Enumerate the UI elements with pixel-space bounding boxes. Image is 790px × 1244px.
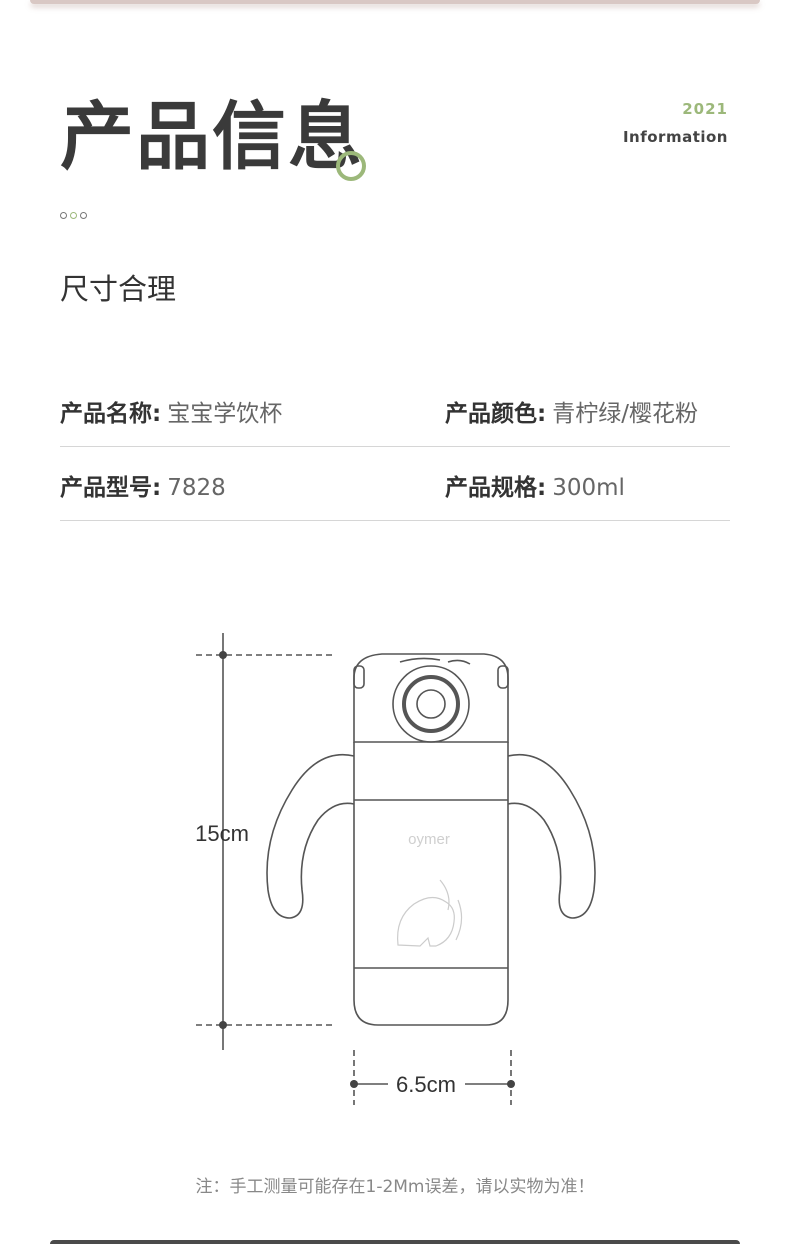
- section-subtitle: 尺寸合理: [60, 272, 177, 306]
- spec-label: 产品名称:: [60, 401, 162, 427]
- measurement-note: 注：手工测量可能存在1-2Mm误差，请以实物为准！: [195, 1177, 595, 1197]
- dimension-dot: [219, 651, 227, 659]
- dimension-dot: [350, 1080, 358, 1088]
- spec-value: 300ml: [552, 475, 625, 501]
- dot-icon: [80, 212, 87, 219]
- dimension-dot: [507, 1080, 515, 1088]
- bear-graphic-icon: [396, 879, 463, 947]
- spec-value: 7828: [167, 475, 226, 501]
- dot-icon: [60, 212, 67, 219]
- dimension-dot: [219, 1021, 227, 1029]
- header-subtitle-en: Information: [622, 128, 728, 146]
- header-year: 2021: [682, 100, 728, 118]
- spec-label: 产品规格:: [445, 475, 547, 501]
- cup-outline: [266, 653, 596, 1026]
- bottom-decor-bar: [50, 1240, 740, 1244]
- spec-label: 产品颜色:: [445, 401, 547, 427]
- spec-color: 产品颜色:青柠绿/樱花粉: [445, 394, 698, 428]
- title-ring-icon: [336, 151, 366, 181]
- spec-value: 青柠绿/樱花粉: [552, 401, 698, 427]
- spec-value: 宝宝学饮杯: [167, 401, 283, 427]
- height-label: 15cm: [195, 821, 249, 846]
- width-label: 6.5cm: [396, 1072, 456, 1097]
- spec-capacity: 产品规格:300ml: [445, 468, 625, 502]
- cup-dimension-diagram: 15cm 6.5cm oymer: [195, 633, 596, 1105]
- dot-icon: [70, 212, 77, 219]
- spec-name: 产品名称:宝宝学饮杯: [60, 394, 282, 428]
- brand-text: oymer: [408, 831, 450, 848]
- page-title: 产品信息: [60, 94, 364, 180]
- top-decor-bar: [30, 0, 760, 4]
- spec-row: 产品名称:宝宝学饮杯 产品颜色:青柠绿/樱花粉: [60, 374, 730, 447]
- spec-row: 产品型号:7828 产品规格:300ml: [60, 448, 730, 521]
- spec-model: 产品型号:7828: [60, 468, 226, 502]
- spec-label: 产品型号:: [60, 475, 162, 501]
- decor-dots-icon: [60, 212, 87, 219]
